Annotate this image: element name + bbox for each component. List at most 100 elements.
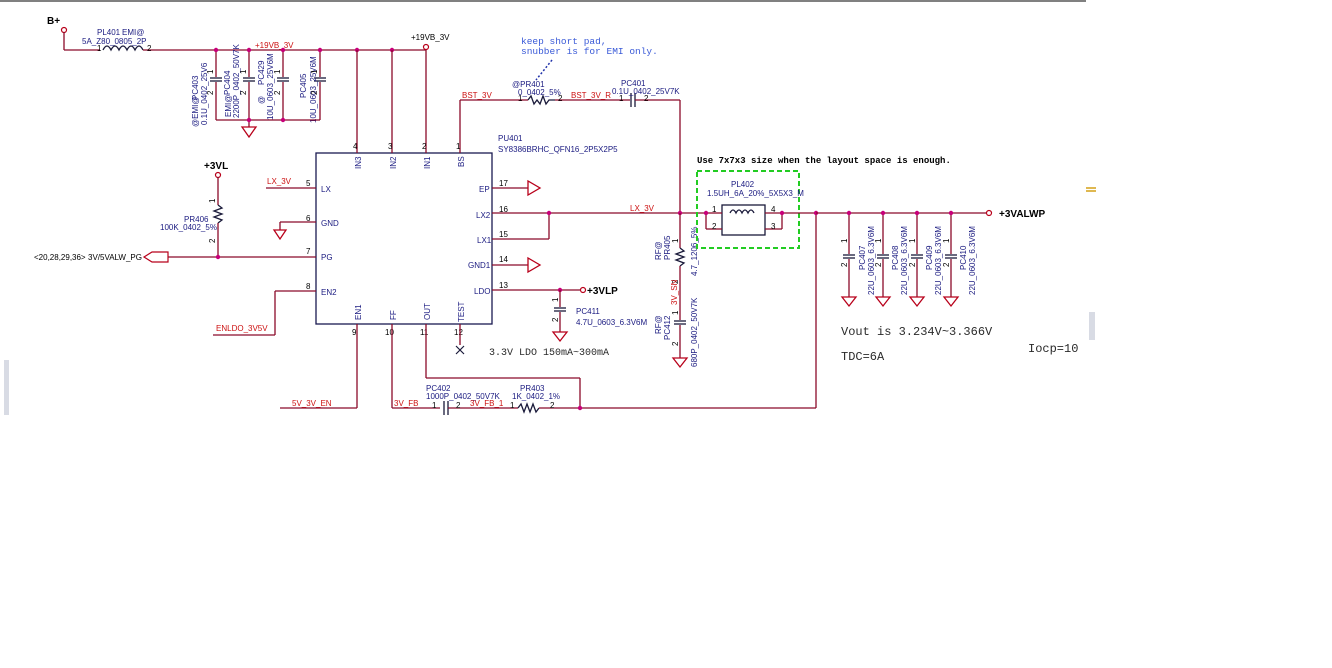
svg-text:9: 9 [352, 328, 357, 337]
pg-offpage-connector: <20,28,29,36> 3V/5VALW_PG [34, 251, 169, 263]
rail-3vlp: +3VLP [579, 286, 618, 297]
svg-text:1: 1 [671, 238, 680, 243]
svg-text:1: 1 [208, 198, 217, 203]
svg-text:EMI@: EMI@ [122, 28, 144, 37]
svg-text:<20,28,29,36>: <20,28,29,36> [34, 253, 86, 262]
svg-text:+3VALWP: +3VALWP [999, 209, 1046, 220]
svg-text:2: 2 [206, 90, 215, 95]
svg-text:PC412: PC412 [663, 315, 672, 340]
svg-text:PC405: PC405 [299, 73, 308, 98]
svg-text:2: 2 [310, 90, 319, 95]
net-3v-fb: 3V_FB [394, 399, 418, 408]
svg-text:GND1: GND1 [468, 261, 491, 270]
svg-text:GND: GND [321, 219, 339, 228]
capacitor-pc407: PC407 22U_0603_6.3V6M 1 2 [840, 213, 876, 308]
svg-text:snubber is for EMI only.: snubber is for EMI only. [521, 46, 658, 57]
svg-text:17: 17 [499, 179, 508, 188]
capacitor-pc401: PC401 0.1U_0402_25V7K 1 2 [612, 79, 680, 107]
svg-text:RF@: RF@ [654, 315, 663, 334]
svg-text:LX: LX [321, 185, 331, 194]
svg-text:EN1: EN1 [354, 304, 363, 320]
resistor-pr403: PR403 1K_0402_1% 1 2 [510, 384, 816, 414]
svg-text:1000P_0402_50V7K: 1000P_0402_50V7K [426, 392, 501, 401]
svg-text:2: 2 [551, 317, 560, 322]
capacitor-pc405: PC405 10U_0603_25V6M 1 2 [299, 50, 326, 123]
svg-text:5: 5 [306, 179, 311, 188]
svg-text:keep short pad,: keep short pad, [521, 36, 607, 47]
net-bst-3v: BST_3V [462, 91, 492, 100]
svg-text:PU401: PU401 [498, 134, 523, 143]
svg-text:PC402: PC402 [426, 384, 451, 393]
resistor-pr405: RF@ PR405 4.7_1206_5% 1 2 [654, 213, 699, 320]
capacitor-pc409: PC409 22U_0603_6.3V6M 1 2 [908, 213, 943, 308]
capacitor-pc408: PC408 22U_0603_6.3V6M 1 2 [874, 213, 909, 308]
svg-text:RF@: RF@ [654, 241, 663, 260]
svg-text:PR406: PR406 [184, 215, 209, 224]
svg-text:4.7_1206_5%: 4.7_1206_5% [690, 227, 699, 276]
svg-text:FF: FF [389, 310, 398, 320]
svg-text:1: 1 [712, 205, 717, 214]
inductor-pl401: PL401 EMI@ 5A_Z80_0805_2P 1 2 [82, 28, 170, 53]
svg-text:2: 2 [550, 401, 555, 410]
capacitor-pc429: PC429 @ 10U_0603_25V6M 1 2 [257, 50, 289, 120]
svg-text:PR405: PR405 [663, 235, 672, 260]
svg-text:0.1U_0402_25V7K: 0.1U_0402_25V7K [612, 87, 680, 96]
scrollbar-right[interactable] [1089, 312, 1095, 340]
net-lx-3v-right: LX_3V [630, 204, 655, 213]
svg-text:OUT: OUT [423, 303, 432, 320]
svg-text:BS: BS [457, 156, 466, 167]
svg-text:22U_0603_6.3V6M: 22U_0603_6.3V6M [968, 226, 977, 295]
svg-text:14: 14 [499, 255, 508, 264]
svg-text:TEST: TEST [457, 301, 466, 322]
no-connect-mark [455, 345, 465, 355]
capacitor-pc403: PC403 @EMI@ 0.1U_0402_25V6 1 2 [191, 50, 222, 127]
svg-text:11: 11 [420, 328, 429, 337]
svg-text:PL401: PL401 [97, 28, 121, 37]
ground-symbol [240, 126, 258, 139]
layout-note-box: Use 7x7x3 size when the layout space is … [696, 156, 951, 249]
svg-text:1: 1 [518, 94, 523, 103]
svg-text:EN2: EN2 [321, 288, 337, 297]
svg-text:3: 3 [771, 222, 776, 231]
svg-text:22U_0603_6.3V6M: 22U_0603_6.3V6M [867, 226, 876, 295]
note-snubber: keep short pad, snubber is for EMI only. [521, 36, 658, 81]
note-ldo: 3.3V LDO 150mA~300mA [489, 348, 609, 359]
svg-text:2: 2 [908, 262, 917, 267]
svg-text:PC411: PC411 [576, 307, 600, 316]
svg-text:@: @ [257, 96, 266, 104]
svg-text:12: 12 [454, 328, 463, 337]
note-iocp: Iocp=10 [1028, 342, 1078, 356]
svg-text:5A_Z80_0805_2P: 5A_Z80_0805_2P [82, 37, 147, 46]
svg-text:1: 1 [908, 238, 917, 243]
svg-text:2: 2 [558, 94, 563, 103]
net-3v-fb-1: 3V_FB_1 [470, 399, 504, 408]
svg-text:1: 1 [619, 94, 624, 103]
svg-text:22U_0603_6.3V6M: 22U_0603_6.3V6M [900, 226, 909, 295]
svg-text:1K_0402_1%: 1K_0402_1% [512, 392, 560, 401]
svg-text:2: 2 [840, 262, 849, 267]
svg-text:1: 1 [432, 401, 437, 410]
scrollbar-left[interactable] [4, 360, 9, 415]
svg-text:100K_0402_5%: 100K_0402_5% [160, 223, 217, 232]
svg-text:16: 16 [499, 205, 508, 214]
ground-symbol [527, 256, 542, 274]
svg-text:1: 1 [671, 310, 680, 315]
svg-text:PG: PG [321, 253, 333, 262]
rail-3valwp: +3VALWP [985, 209, 1046, 220]
svg-text:PC410: PC410 [959, 245, 968, 270]
svg-text:LDO: LDO [474, 287, 490, 296]
net-lx-3v-left: LX_3V [267, 177, 292, 186]
svg-text:0.1U_0402_25V6: 0.1U_0402_25V6 [200, 62, 209, 125]
resistor-pr401: @PR401 0_0402_5% 1 2 [512, 80, 630, 106]
svg-text:1: 1 [942, 238, 951, 243]
svg-text:2: 2 [671, 341, 680, 346]
svg-text:@PR401: @PR401 [512, 80, 545, 89]
svg-text:EP: EP [479, 185, 490, 194]
svg-text:2: 2 [239, 90, 248, 95]
svg-text:@EMI@: @EMI@ [191, 97, 200, 127]
capacitor-pc404: PC404 EMI@ 2200P_0402_50V7K 1 2 [223, 43, 255, 120]
svg-text:15: 15 [499, 230, 508, 239]
svg-text:IN3: IN3 [354, 156, 363, 169]
svg-text:IN1: IN1 [423, 156, 432, 169]
svg-text:PC407: PC407 [858, 245, 867, 270]
